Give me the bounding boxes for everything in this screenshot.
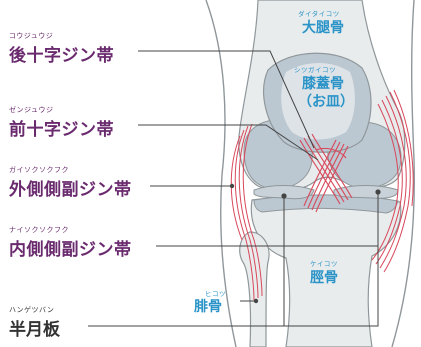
patella-note: （お皿） [298, 94, 354, 110]
femur-label: 大腿骨 [302, 20, 344, 36]
leader-lines [88, 50, 379, 327]
mcl-ruby: ナイソクソクフク [9, 226, 69, 234]
tibia-label: 脛骨 [310, 270, 338, 286]
fibula-ruby: ヒコツ [205, 290, 226, 298]
tibia-cartilage [253, 194, 399, 214]
leg-outline [205, 0, 415, 347]
lcl-label: 外側側副ジン帯 [9, 180, 132, 200]
fibula-label: 腓骨 [194, 299, 222, 315]
pcl-label: 後十字ジン帯 [9, 46, 114, 66]
medial-collateral-ligament [371, 89, 414, 273]
leader-dots [229, 183, 381, 304]
patella-highlight [281, 63, 355, 140]
lcl-ruby: ガイソクソクフク [9, 166, 69, 174]
pcl-ruby: コウジュウジ [9, 32, 54, 40]
femur-ruby: ダイタイコツ [298, 10, 340, 18]
tibia-ruby: ケイコツ [310, 260, 338, 268]
patella-ruby: シツガイコツ [294, 66, 336, 74]
patella-label: 膝蓋骨 [302, 76, 344, 92]
acl-label: 前十字ジン帯 [9, 120, 114, 140]
acl-ruby: ゼンジュウジ [9, 106, 54, 114]
mcl-label: 内側側副ジン帯 [9, 240, 132, 260]
fibula-bone [239, 231, 270, 347]
meniscus-label: 半月板 [9, 320, 60, 340]
meniscus-ruby: ハンゲツバン [9, 306, 55, 314]
